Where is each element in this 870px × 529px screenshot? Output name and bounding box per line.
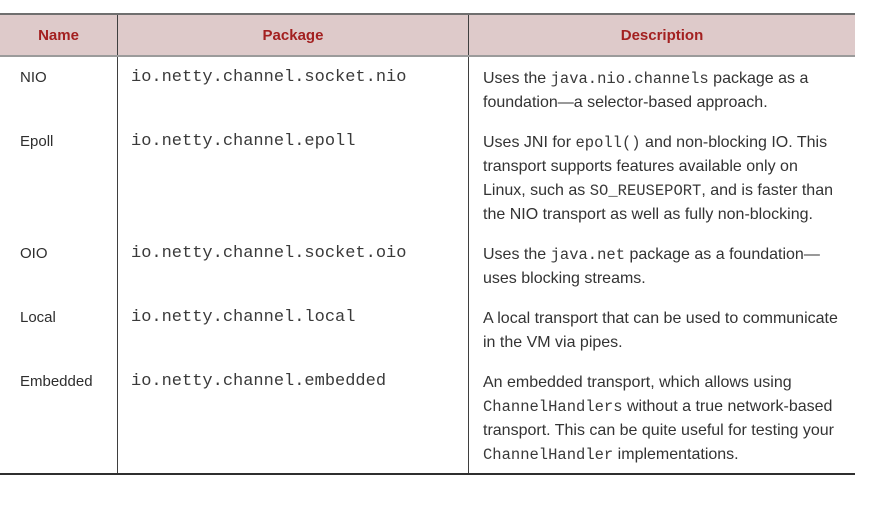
- table: Name Package Description NIO io.netty.ch…: [0, 13, 855, 475]
- table-row-nio: NIO io.netty.channel.socket.nio Uses the…: [0, 57, 855, 121]
- table-row-epoll: Epoll io.netty.channel.epoll Uses JNI fo…: [0, 121, 855, 233]
- package-cell: io.netty.channel.epoll: [117, 121, 468, 233]
- package-cell: io.netty.channel.embedded: [117, 361, 468, 473]
- header-cell-package: Package: [117, 15, 468, 55]
- header-cell-description: Description: [468, 15, 855, 55]
- name-cell: Local: [20, 309, 56, 326]
- description-cell: Uses the java.nio.channels package as a …: [468, 57, 855, 121]
- name-cell: OIO: [20, 245, 48, 262]
- name-cell: Epoll: [20, 133, 54, 150]
- table-row-oio: OIO io.netty.channel.socket.oio Uses the…: [0, 233, 855, 297]
- table-row-local: Local io.netty.channel.local A local tra…: [0, 297, 855, 361]
- transports-table: Name Package Description NIO io.netty.ch…: [0, 13, 855, 475]
- package-cell: io.netty.channel.local: [117, 297, 468, 361]
- table-header-row: Name Package Description: [0, 15, 855, 57]
- name-cell: NIO: [20, 69, 47, 86]
- description-cell: An embedded transport, which allows usin…: [468, 361, 855, 473]
- table-row-embedded: Embedded io.netty.channel.embedded An em…: [0, 361, 855, 473]
- name-cell: Embedded: [20, 373, 93, 390]
- header-cell-name: Name: [38, 27, 79, 44]
- package-cell: io.netty.channel.socket.nio: [117, 57, 468, 121]
- description-cell: A local transport that can be used to co…: [468, 297, 855, 361]
- package-cell: io.netty.channel.socket.oio: [117, 233, 468, 297]
- description-cell: Uses JNI for epoll() and non-blocking IO…: [468, 121, 855, 233]
- description-cell: Uses the java.net package as a foundatio…: [468, 233, 855, 297]
